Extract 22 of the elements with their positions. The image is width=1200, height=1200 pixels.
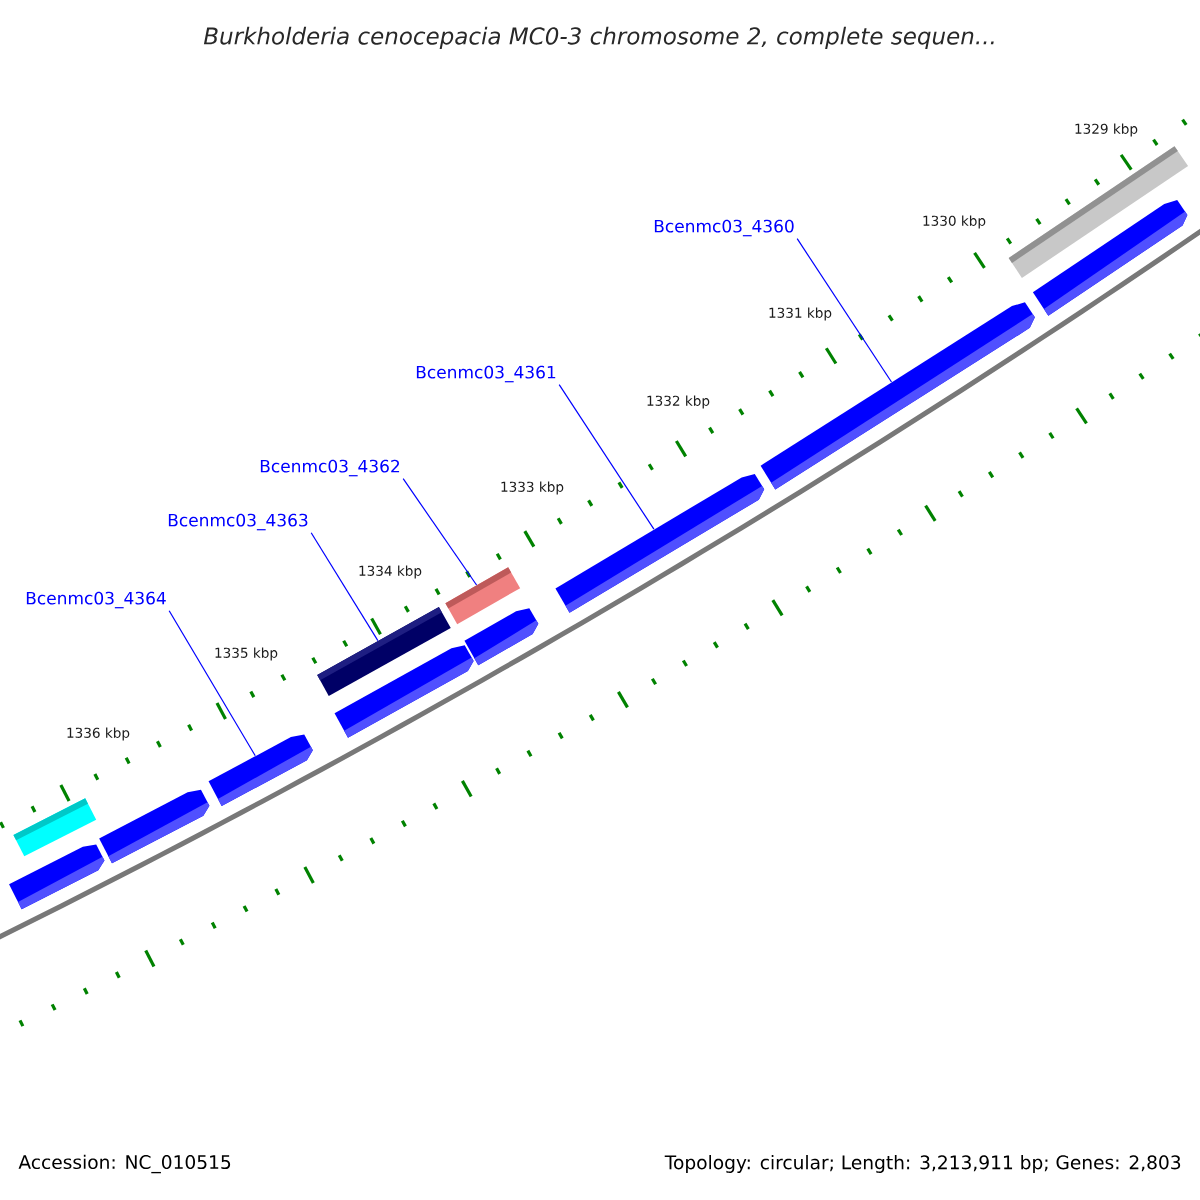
- gene-bar: [13, 798, 97, 857]
- gene-bar: [9, 844, 105, 910]
- gene-bar: [760, 302, 1035, 490]
- gene-label: Bcenmc03_4364: [26, 591, 166, 609]
- gene-bar: [464, 608, 539, 666]
- gene-label: Bcenmc03_4360: [654, 219, 794, 237]
- leader-line: [310, 532, 379, 642]
- footer-text: Accession: NC_010515: [18, 1154, 231, 1174]
- gene-bar: [99, 789, 210, 864]
- leader-line: [796, 238, 893, 383]
- title: Burkholderia cenocepacia MC0-3 chromosome 2, complete sequen...: [203, 26, 994, 50]
- leader-line: [168, 610, 256, 757]
- gene-bar: [1032, 200, 1188, 316]
- gene-label: Bcenmc03_4361: [416, 365, 556, 383]
- gene-label: Bcenmc03_4363: [168, 513, 308, 531]
- leader-line: [558, 384, 655, 530]
- gene-label: Bcenmc03_4362: [260, 459, 400, 477]
- gene-bar: [445, 567, 521, 625]
- gene-bar: [208, 734, 313, 806]
- gene-bar: [334, 645, 474, 738]
- leader-line: [402, 478, 478, 586]
- footer-text: Topology: circular; Length: 3,213,911 bp; Genes: 2,803: [664, 1155, 1181, 1173]
